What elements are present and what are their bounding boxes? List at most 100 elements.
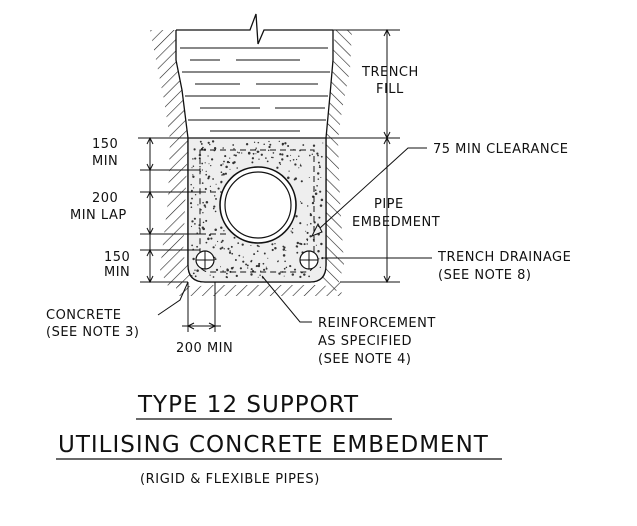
speckle-dot [194, 194, 197, 196]
speckle-dot [189, 202, 193, 205]
title-line-1: TYPE 12 SUPPORT [137, 392, 359, 418]
speckle-dot [202, 212, 204, 214]
speckle-dot [305, 230, 307, 232]
speckle-dot [190, 275, 193, 277]
speckle-dot [246, 264, 249, 267]
speckle-dot [230, 245, 233, 248]
speckle-dot [320, 176, 322, 179]
subtitle: (RIGID & FLEXIBLE PIPES) [140, 472, 320, 487]
speckle-dot [196, 269, 199, 272]
leader-lines [157, 147, 432, 323]
speckle-dot [203, 204, 206, 207]
speckle-dot [237, 242, 240, 244]
speckle-dot [318, 166, 321, 169]
ground-left [150, 30, 196, 290]
speckle-dot [242, 260, 245, 263]
label-trench-drainage-1: TRENCH DRAINAGE [437, 250, 571, 265]
speckle-dot [299, 201, 302, 203]
speckle-dot [233, 236, 236, 239]
speckle-dot [300, 243, 303, 246]
speckle-dot [196, 232, 198, 234]
speckle-dot [265, 157, 267, 159]
speckle-dot [258, 262, 261, 265]
speckle-dot [311, 201, 315, 205]
pipe-inner-wall [224, 171, 292, 239]
trench-drain-left [195, 250, 215, 270]
speckle-dot [318, 216, 321, 219]
speckle-dot [284, 142, 287, 145]
speckle-dot [245, 263, 248, 266]
speckle-dot [201, 226, 204, 229]
speckle-dot [191, 197, 193, 200]
speckle-dot [222, 163, 224, 165]
ground-bottom [176, 280, 342, 296]
speckle-dot [255, 265, 258, 268]
speckle-dot [241, 243, 244, 246]
speckle-dot [209, 185, 211, 187]
speckle-dot [263, 268, 266, 271]
speckle-dot [279, 153, 282, 156]
speckle-dot [204, 162, 206, 164]
speckle-dot [220, 226, 223, 229]
speckle-dot [283, 275, 285, 277]
speckle-dot [193, 148, 196, 151]
speckle-dot [214, 256, 216, 259]
speckle-dot [285, 266, 288, 269]
speckle-dot [191, 167, 193, 169]
speckle-dot [279, 163, 282, 165]
speckle-dot [247, 267, 249, 269]
speckle-dot [200, 142, 203, 145]
speckle-dot [194, 275, 197, 278]
speckle-dot [278, 140, 280, 143]
speckle-dot [214, 210, 217, 213]
speckle-dot [209, 143, 211, 146]
speckle-dot [269, 143, 272, 146]
speckle-dot [207, 155, 209, 157]
speckle-dot [220, 181, 223, 184]
label-150-top-1: 150 [92, 137, 118, 152]
speckle-dot [226, 268, 229, 272]
speckle-dot [300, 163, 302, 165]
speckle-dot [220, 171, 223, 174]
speckle-dot [317, 178, 320, 180]
speckle-dot [202, 221, 205, 224]
speckle-dot [267, 149, 270, 152]
speckle-dot [294, 163, 297, 166]
speckle-dot [293, 268, 297, 271]
speckle-dot [250, 244, 252, 247]
speckle-dot [306, 224, 308, 226]
speckle-dot [219, 247, 222, 250]
break-line [176, 13, 333, 45]
speckle-dot [306, 231, 309, 234]
speckle-dot [241, 152, 243, 154]
speckle-dot [319, 204, 323, 207]
speckle-dot [236, 151, 239, 153]
speckle-dot [226, 160, 230, 164]
speckle-dot [299, 275, 302, 279]
speckle-dot [319, 164, 321, 167]
speckle-dot [260, 153, 263, 156]
speckle-dot [210, 164, 212, 167]
speckle-dot [212, 178, 214, 180]
label-200-min: 200 MIN [176, 341, 233, 356]
speckle-dot [299, 222, 302, 225]
label-reinforcement-3: (SEE NOTE 4) [318, 352, 411, 367]
speckle-dot [214, 148, 217, 150]
speckle-dot [191, 244, 193, 247]
speckle-dot [276, 166, 279, 169]
speckle-dot [224, 155, 227, 158]
speckle-dot [289, 265, 292, 268]
speckle-dot [232, 144, 235, 146]
speckle-dot [232, 161, 235, 165]
label-trench-drainage-2: (SEE NOTE 8) [438, 268, 531, 283]
speckle-dot [277, 260, 279, 263]
speckle-dot [282, 245, 285, 248]
speckle-dot [198, 153, 202, 157]
speckle-dot [214, 258, 217, 261]
speckle-dot [294, 177, 298, 180]
speckle-dot [289, 160, 292, 162]
label-200-lap-2: MIN LAP [70, 208, 127, 223]
speckle-dot [316, 152, 319, 155]
speckle-dot [257, 264, 261, 268]
